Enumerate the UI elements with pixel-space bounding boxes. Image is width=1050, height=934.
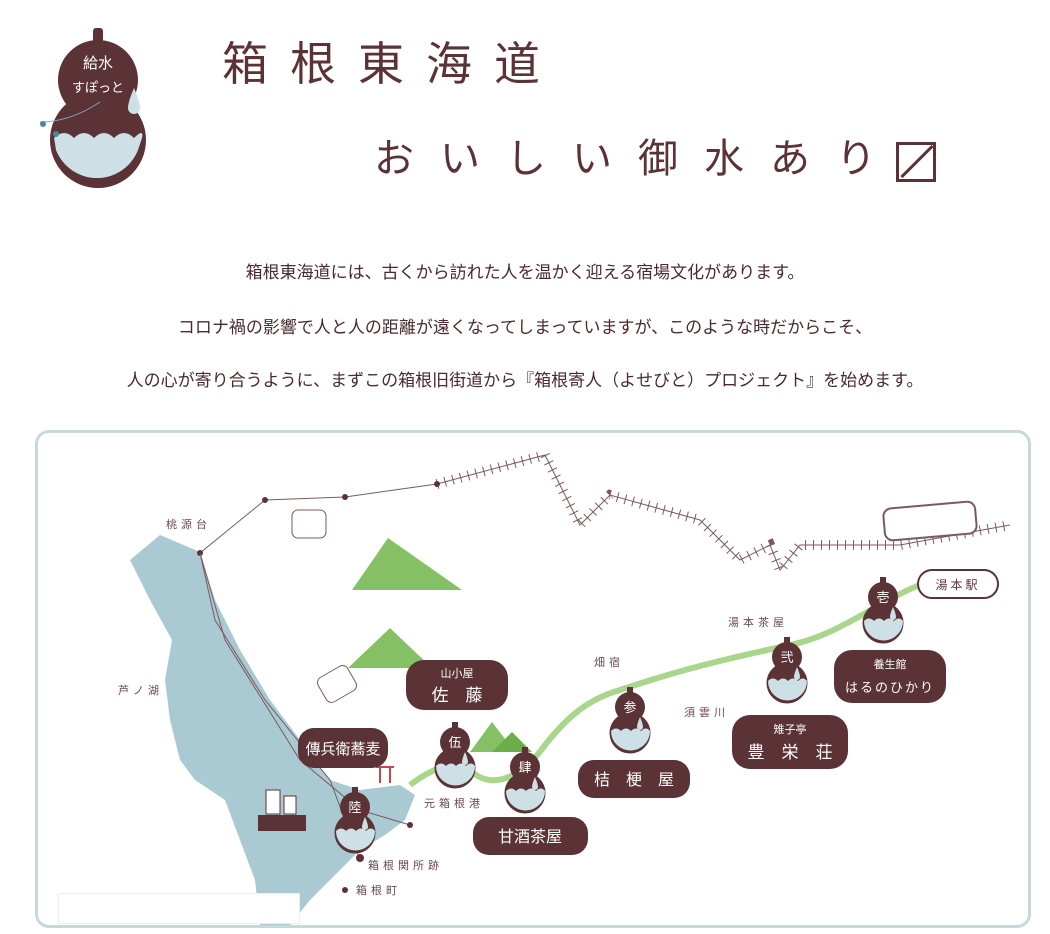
logo-text-2: すぽっと <box>72 81 124 96</box>
ship-icon <box>258 789 306 831</box>
water-spot-gourd-icon[interactable]: 肆 <box>504 747 546 814</box>
gondola-icon <box>316 665 358 703</box>
shop-denbei[interactable]: 傳兵衛蕎麦 <box>305 740 380 758</box>
mountain <box>348 628 432 668</box>
railway-line <box>436 454 1011 571</box>
intro-line-1: 箱根東海道には、古くから訪れた人を温かく迎える宿場文化があります。 <box>245 263 805 283</box>
gourd-number: 肆 <box>518 761 531 776</box>
label-hakonemachi: 箱根町 <box>356 883 401 897</box>
page-subtitle: おいしい御水あり <box>374 126 936 184</box>
ropeway-line <box>199 483 438 554</box>
train-icon <box>882 500 978 542</box>
shop-hoeiso[interactable]: 豊 栄 荘 <box>748 743 833 763</box>
shop-hoei-sub: 雉子亭 <box>774 722 807 736</box>
subtitle-text: おいしい御水あり <box>374 136 902 182</box>
gourd-number: 壱 <box>876 591 889 606</box>
water-spot-gourd-icon[interactable]: 陸 <box>334 787 376 854</box>
gourd-number: 陸 <box>348 800 361 816</box>
mountain <box>352 538 462 590</box>
page-title: 箱根東海道 <box>222 37 562 91</box>
gondola-icon <box>291 509 327 539</box>
shop-amazake[interactable]: 甘酒茶屋 <box>498 827 562 846</box>
logo-text-1: 給水 <box>83 54 113 72</box>
water-spot-gourd-icon[interactable]: 弐 <box>766 637 808 704</box>
label-sekisho: 箱根関所跡 <box>368 858 443 872</box>
gourd-number: 伍 <box>448 736 461 751</box>
torii-icon <box>376 766 394 783</box>
shop-kikyoya[interactable]: 桔 梗 屋 <box>594 770 674 789</box>
label-sukumogawa: 須雲川 <box>684 706 729 719</box>
shop-harunohikari[interactable]: はるのひかり <box>845 681 935 696</box>
ropeway-line <box>199 552 361 861</box>
intro-line-3: 人の心が寄り合うように、まずこの箱根旧街道から『箱根寄人（よせびと）プロジェクト… <box>126 371 924 391</box>
label-motohakone: 元箱根港 <box>424 796 484 810</box>
shop-sato[interactable]: 佐 藤 <box>432 686 483 706</box>
label-togendai: 桃源台 <box>166 517 211 531</box>
water-spot-gourd-icon[interactable]: 参 <box>609 687 651 754</box>
label-yumoto-station[interactable]: 湯本駅 <box>935 578 980 592</box>
water-spot-gourd-icon[interactable]: 壱 <box>862 577 904 644</box>
shop-yojo-sub: 養生館 <box>874 657 907 671</box>
water-spot-gourd-icon[interactable]: 伍 <box>434 722 476 789</box>
intro-line-2: コロナ禍の影響で人と人の距離が遠くなってしまっていますが、このような時だからこそ… <box>177 318 873 338</box>
slashed-box-icon <box>896 142 936 182</box>
blank-panel <box>58 893 300 924</box>
logo-gourd-icon: 給水 すぽっと <box>39 28 146 188</box>
route-map <box>35 430 1031 928</box>
label-hatajuku: 畑宿 <box>594 655 624 669</box>
shop-sato-sub: 山小屋 <box>441 667 474 680</box>
label-yumoto-chaya: 湯本茶屋 <box>728 615 788 629</box>
label-ashinoko: 芦ノ湖 <box>118 684 163 697</box>
gourd-number: 弐 <box>780 651 793 666</box>
gourd-number: 参 <box>623 700 636 716</box>
